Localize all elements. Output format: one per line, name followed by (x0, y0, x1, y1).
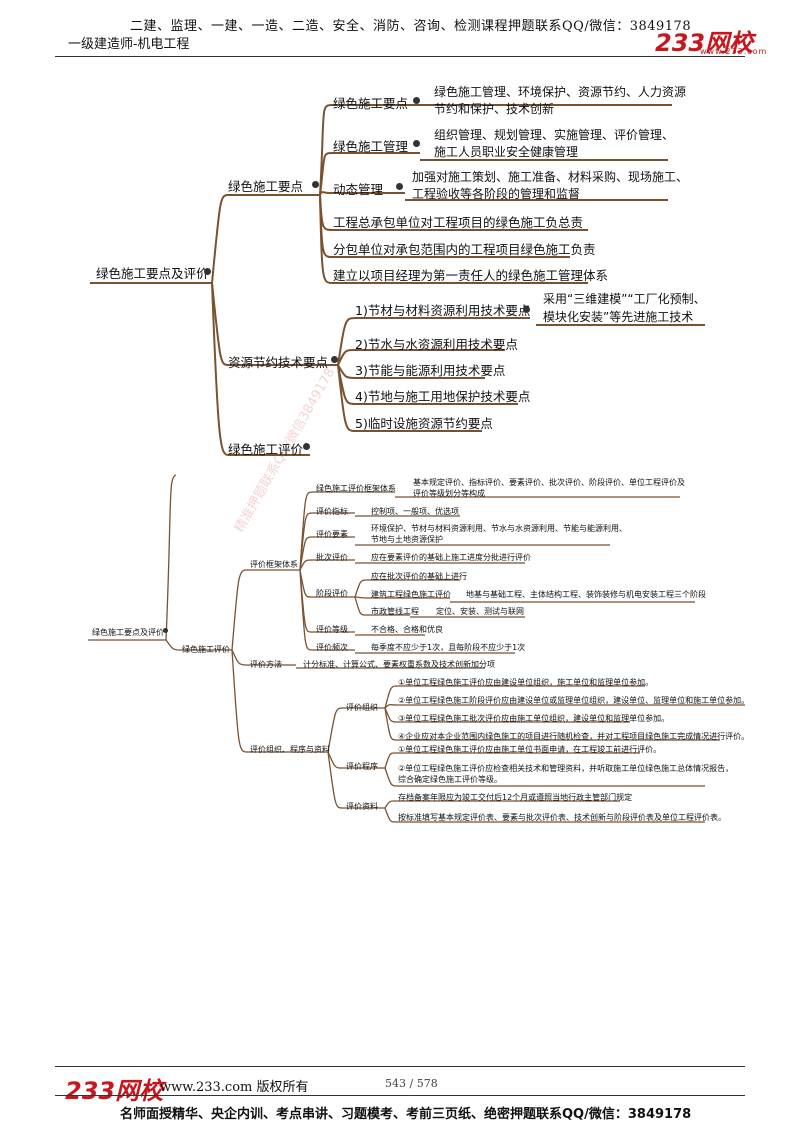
node-energy-saving: 3)节能与能源利用技术要点 (355, 363, 506, 378)
node-evaluation-organization: 评价组织 (346, 703, 378, 712)
collapse-toggle[interactable] (163, 628, 168, 633)
leaf-framework-system: 基本规定评价、指标评价、要素评价、批次评价、阶段评价、单位工程评价及评价等级划分… (413, 478, 685, 498)
leaf-documents-1: 存档备案年限应为竣工交付后12个月或遵照当地行政主管部门规定 (398, 793, 633, 802)
footer-copyright: www.233.com 版权所有 (160, 1080, 309, 1095)
leaf-batch-evaluation: 应在要素评价的基础上施工进度分批进行评价 (371, 553, 531, 562)
collapse-toggle[interactable] (204, 268, 211, 275)
collapse-toggle[interactable] (413, 97, 420, 104)
brand-logo: 233网校 (655, 29, 754, 57)
mindmap2-branch-evaluation: 绿色施工评价 (182, 645, 230, 654)
footer-tagline: 名师面授精华、央企内训、考点串讲、习题模考、考前三页纸、绝密押题联系QQ/微信：… (120, 1107, 692, 1122)
node-building-evaluation: 建筑工程绿色施工评价 (371, 590, 451, 599)
node-evaluation-frequency: 评价频次 (316, 643, 348, 652)
leaf-organization-1: ①单位工程绿色施工评价应由建设单位组织，施工单位和监理单位参加。 (398, 678, 654, 687)
leaf-dynamic-management: 加强对施工策划、施工准备、材料采购、现场施工、工程验收等各阶段的管理和监督 (412, 170, 689, 201)
node-municipal-pipeline: 市政管线工程 (371, 607, 419, 616)
footer-divider-2 (55, 1095, 745, 1096)
node-project-manager: 建立以项目经理为第一责任人的绿色施工管理体系 (333, 268, 609, 283)
brand-logo-url: www.233.com (700, 47, 768, 56)
node-dynamic-management: 动态管理 (333, 182, 384, 197)
leaf-building-evaluation: 地基与基础工程、主体结构工程、装饰装修与机电安装工程三个阶段 (466, 590, 706, 599)
leaf-municipal-pipeline: 定位、安装、测试与联网 (436, 607, 524, 616)
leaf-green-management: 组织管理、规划管理、实施管理、评价管理、施工人员职业安全健康管理 (434, 128, 675, 159)
node-land-saving: 4)节地与施工用地保护技术要点 (355, 389, 531, 404)
node-general-contractor: 工程总承包单位对工程项目的绿色施工负总责 (333, 215, 584, 230)
leaf-evaluation-index: 控制项、一般项、优选项 (371, 507, 459, 516)
leaf-evaluation-frequency: 每季度不应少于1次，且每阶段不应少于1次 (371, 643, 526, 652)
leaf-green-points: 绿色施工管理、环境保护、资源节约、人力资源节约和保护、技术创新 (434, 85, 687, 116)
leaf-procedure-2: ②单位工程绿色施工评价应检查相关技术和管理资料，并听取施工单位绿色施工总体情况报… (398, 764, 734, 784)
node-framework-system: 绿色施工评价框架体系 (316, 484, 396, 493)
collapse-toggle[interactable] (396, 183, 403, 190)
node-material-saving: 1)节材与材料资源利用技术要点 (355, 303, 531, 318)
node-evaluation-framework: 评价框架体系 (250, 560, 298, 569)
node-stage-evaluation: 阶段评价 (316, 589, 348, 598)
collapse-toggle[interactable] (331, 356, 338, 363)
header-text: 二建、监理、一建、一造、二造、安全、消防、咨询、检测课程押题联系QQ/微信：38… (130, 19, 692, 34)
leaf-stage-evaluation-basis: 应在批次评价的基础上进行 (371, 572, 467, 581)
collapse-toggle[interactable] (523, 306, 530, 313)
page-number: 543 / 578 (385, 1077, 438, 1090)
leaf-evaluation-method: 计分标准、计算公式、要素权重系数及技术创新加分项 (303, 660, 495, 669)
leaf-evaluation-grade: 不合格、合格和优良 (371, 625, 443, 634)
node-temporary-facilities: 5)临时设施资源节约要点 (355, 416, 493, 431)
node-subcontractor: 分包单位对承包范围内的工程项目绿色施工负责 (333, 242, 596, 257)
leaf-organization-2: ②单位工程绿色施工阶段评价应由建设单位或监理单位组织，建设单位、监理单位和施工单… (398, 696, 750, 705)
collapse-toggle[interactable] (312, 181, 319, 188)
mindmap1-branch-green-points: 绿色施工要点 (228, 179, 304, 194)
node-evaluation-elements: 评价要素 (316, 530, 348, 539)
document-subtitle: 一级建造师-机电工程 (68, 37, 190, 52)
leaf-documents-2: 按标准填写基本规定评价表、要素与批次评价表、技术创新与阶段评价表及单位工程评价表… (398, 813, 726, 822)
header-divider (55, 56, 745, 57)
footer-divider (55, 1066, 745, 1067)
footer-logo: 233网校 (65, 1077, 164, 1105)
mindmap1-branch-resource-saving: 资源节约技术要点 (228, 355, 329, 370)
collapse-toggle[interactable] (303, 443, 310, 450)
node-evaluation-documents: 评价资料 (346, 802, 378, 811)
mindmap2-root: 绿色施工要点及评价 (92, 628, 164, 637)
node-evaluation-procedure: 评价程序 (346, 762, 378, 771)
node-evaluation-index: 评价指标 (316, 507, 348, 516)
node-evaluation-grade: 评价等级 (316, 625, 348, 634)
leaf-organization-3: ③单位工程绿色施工批次评价应由施工单位组织，建设单位和监理单位参加。 (398, 714, 670, 723)
node-green-management: 绿色施工管理 (333, 139, 409, 154)
collapse-toggle[interactable] (413, 140, 420, 147)
node-evaluation-method: 评价方法 (250, 660, 282, 669)
leaf-material-saving: 采用“三维建模”“工厂化预制、模块化安装”等先进施工技术 (543, 292, 706, 324)
leaf-evaluation-elements: 环境保护、节材与材料资源利用、节水与水资源利用、节能与能源利用、节地与土地资源保… (371, 524, 627, 544)
mindmap1-branch-evaluation: 绿色施工评价 (228, 442, 304, 457)
node-water-saving: 2)节水与水资源利用技术要点 (355, 337, 518, 352)
node-organization-procedure: 评价组织、程序与资料 (250, 745, 330, 754)
node-batch-evaluation: 批次评价 (316, 553, 348, 562)
node-green-points: 绿色施工要点 (333, 96, 409, 111)
mindmap1-root: 绿色施工要点及评价 (96, 266, 209, 281)
leaf-procedure-1: ①单位工程绿色施工评价应由施工单位书面申请，在工程竣工前进行评价。 (398, 745, 662, 754)
leaf-organization-4: ④企业应对本企业范围内绿色施工的项目进行随机检查，并对工程项目绿色施工完成情况进… (398, 732, 750, 741)
